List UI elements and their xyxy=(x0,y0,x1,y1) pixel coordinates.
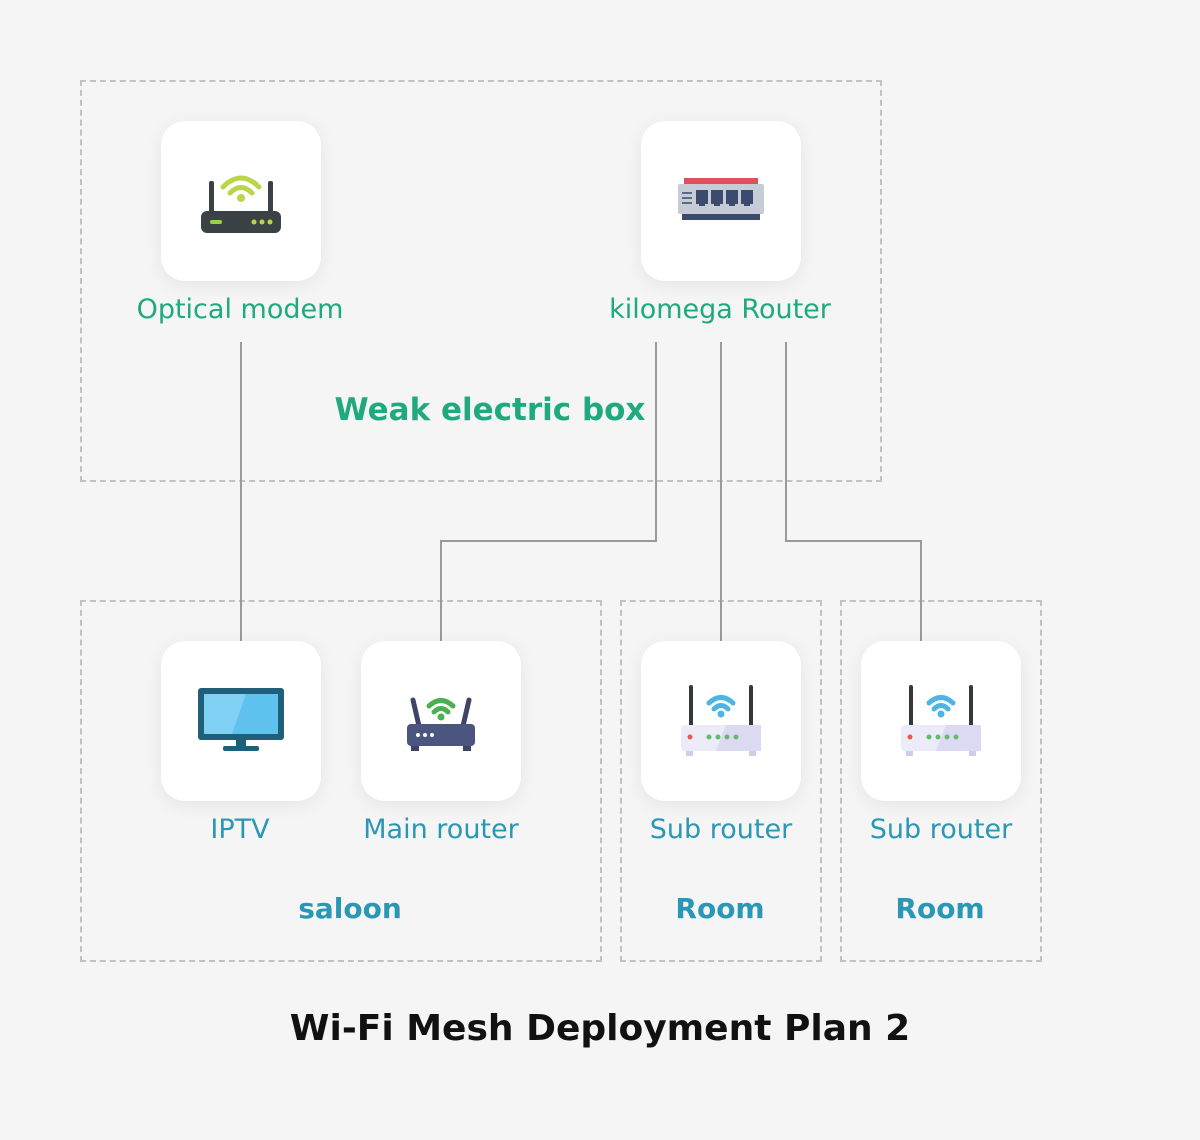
kilomega-router-label: kilomega Router xyxy=(609,294,831,325)
optical-modem-icon xyxy=(201,175,281,233)
main-router-card[interactable] xyxy=(361,641,521,801)
tv-icon xyxy=(198,688,284,751)
saloon-label: saloon xyxy=(298,892,402,925)
saloon-zone xyxy=(80,600,602,962)
main-router-label: Main router xyxy=(363,814,519,845)
sub-router-label-2: Sub router xyxy=(869,814,1013,845)
iptv-card[interactable] xyxy=(161,641,321,801)
sub-router-icon xyxy=(901,685,981,756)
optical-modem-label: Optical modem xyxy=(136,294,344,325)
diagram-title: Wi-Fi Mesh Deployment Plan 2 xyxy=(289,1008,911,1049)
sub-router-label-1: Sub router xyxy=(649,814,793,845)
wifi-router-icon xyxy=(407,697,475,751)
room-label-2: Room xyxy=(895,892,985,925)
sub-router-icon xyxy=(681,685,761,756)
room-zone-2 xyxy=(840,600,1042,962)
network-switch-icon xyxy=(678,178,764,220)
room-label-1: Room xyxy=(675,892,765,925)
iptv-label: IPTV xyxy=(210,814,270,845)
kilomega-router-card[interactable] xyxy=(641,121,801,281)
sub-router-card-1[interactable] xyxy=(641,641,801,801)
weak-electric-box-label: Weak electric box xyxy=(334,392,646,428)
sub-router-card-2[interactable] xyxy=(861,641,1021,801)
optical-modem-card[interactable] xyxy=(161,121,321,281)
